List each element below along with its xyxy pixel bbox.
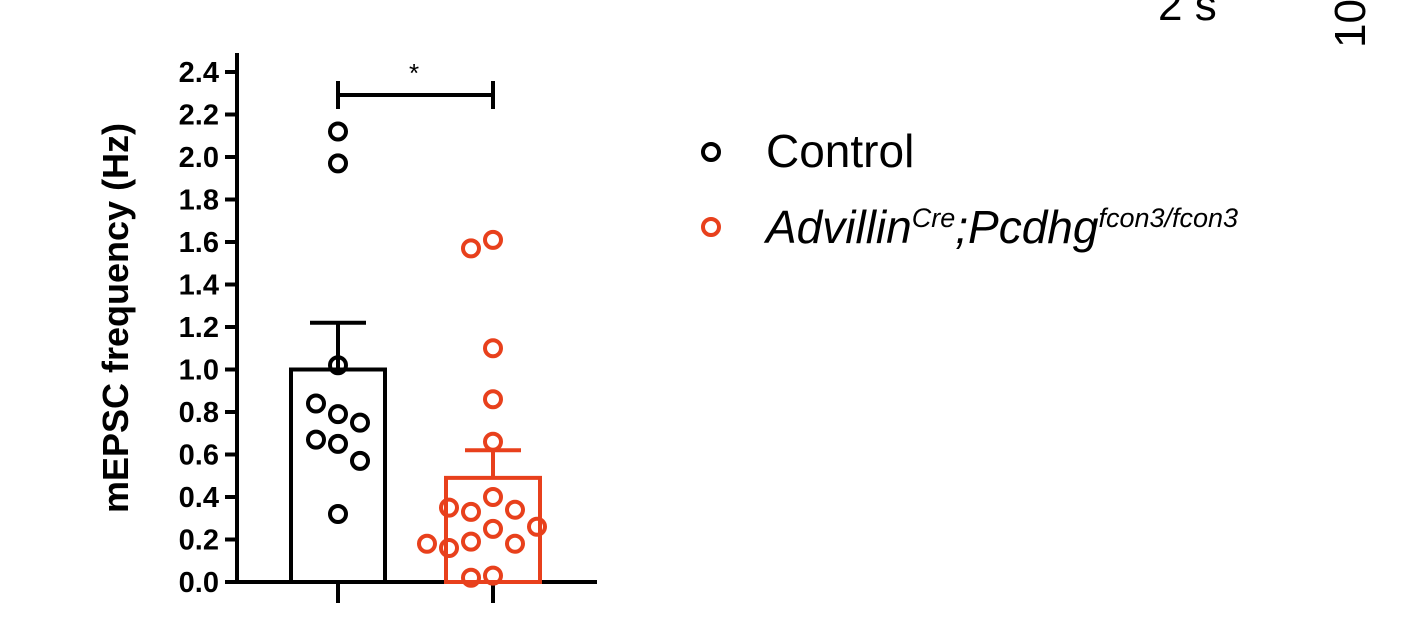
data-point-mutant — [505, 499, 525, 520]
data-point-control — [328, 355, 348, 376]
data-point-control — [328, 504, 348, 524]
data-point-control — [328, 153, 348, 174]
significance-star: * — [409, 58, 419, 88]
legend: Control AdvillinCre;Pcdhgfcon3/fcon3 — [701, 125, 1238, 253]
data-point-mutant — [439, 538, 459, 558]
y-tick-label: 0.6 — [179, 440, 219, 472]
y-tick-label: 0.8 — [179, 397, 219, 429]
y-tick-label: 0.0 — [179, 567, 219, 599]
legend-marker-control — [701, 142, 721, 162]
legend-mutant-sup-cre: Cre — [912, 203, 956, 233]
legend-label-control: Control — [766, 125, 914, 177]
legend-marker-mutant — [701, 217, 721, 237]
legend-mutant-mid: ;Pcdhg — [955, 201, 1099, 253]
data-point-control — [306, 429, 326, 450]
data-points — [306, 121, 547, 588]
y-tick-label: 1.6 — [179, 227, 219, 259]
data-point-mutant — [483, 229, 503, 250]
data-point-mutant — [461, 567, 481, 588]
legend-mutant-sup-allele: fcon3/fcon3 — [1098, 203, 1238, 233]
scale-bar-amplitude-label: 10 — [1326, 0, 1375, 48]
data-point-mutant — [483, 518, 503, 539]
data-point-mutant — [483, 565, 503, 586]
y-tick-label: 1.4 — [179, 270, 219, 302]
y-axis-ticks: 0.0 0.2 0.4 0.6 0.8 1.0 1.2 1.4 1.6 1.8 2.0 2.2 2.4 — [179, 57, 237, 599]
y-tick-label: 0.4 — [179, 482, 219, 514]
data-point-mutant — [461, 238, 481, 259]
legend-mutant-base: Advillin — [763, 201, 912, 253]
data-point-control — [328, 433, 348, 454]
data-point-mutant — [483, 338, 503, 359]
significance-bracket: * — [336, 58, 495, 109]
y-tick-label: 1.8 — [179, 185, 219, 217]
data-point-mutant — [417, 533, 437, 554]
y-axis-label: mEPSC frequency (Hz) — [95, 123, 136, 513]
data-point-mutant — [483, 389, 503, 410]
y-tick-label: 0.2 — [179, 525, 219, 557]
y-tick-label: 1.2 — [179, 312, 219, 344]
data-point-mutant — [461, 531, 481, 552]
data-point-control — [328, 404, 348, 425]
data-point-mutant — [505, 533, 525, 554]
data-point-mutant — [461, 501, 481, 522]
data-point-mutant — [483, 487, 503, 507]
legend-label-mutant: AdvillinCre;Pcdhgfcon3/fcon3 — [763, 201, 1238, 253]
data-point-mutant — [439, 497, 459, 518]
bar-control — [289, 367, 387, 584]
y-tick-label: 1.0 — [179, 355, 219, 387]
data-point-control — [328, 121, 348, 142]
data-point-control — [306, 393, 326, 414]
data-point-control — [350, 412, 370, 433]
scale-bar-time-label: 2 s — [1158, 0, 1217, 30]
y-tick-label: 2.2 — [179, 100, 219, 132]
data-point-mutant — [527, 516, 547, 537]
y-tick-label: 2.4 — [179, 57, 219, 89]
data-point-mutant — [483, 431, 503, 452]
data-point-control — [350, 450, 370, 471]
y-tick-label: 2.0 — [179, 142, 219, 174]
bar-mutant — [444, 475, 542, 584]
